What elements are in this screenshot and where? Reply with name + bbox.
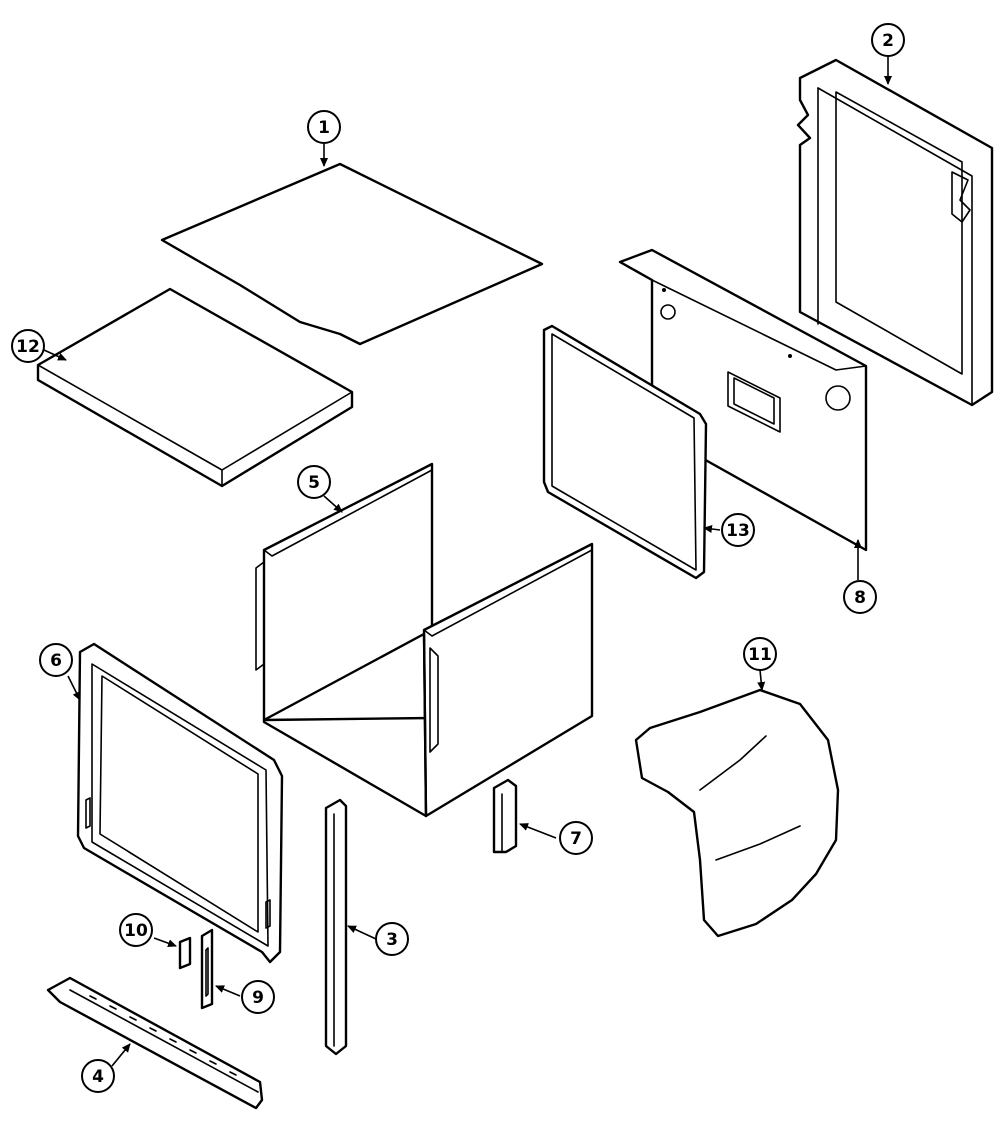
svg-text:4: 4 (92, 1067, 104, 1087)
callout-2: 2 (871, 23, 905, 57)
svg-text:2: 2 (882, 31, 894, 51)
part-7-small-channel (492, 778, 518, 854)
svg-text:3: 3 (386, 930, 398, 950)
part-6-front-frame (76, 642, 284, 964)
svg-text:5: 5 (308, 473, 320, 493)
callout-10: 10 (119, 913, 153, 947)
part-8-rear-panel (618, 248, 868, 552)
callout-1: 1 (307, 110, 341, 144)
callout-4: 4 (81, 1059, 115, 1093)
part-10-small-bracket (178, 936, 192, 970)
svg-text:11: 11 (748, 645, 772, 665)
part-5-oven-cavity (255, 462, 594, 818)
part-2-rear-frame (796, 58, 994, 407)
part-3-vertical-trim (324, 798, 348, 1056)
svg-text:1: 1 (318, 118, 330, 138)
part-13-rear-insulation (542, 324, 708, 580)
callout-3: 3 (375, 922, 409, 956)
callout-13: 13 (721, 513, 755, 547)
part-1-top-panel (160, 162, 544, 346)
svg-text:13: 13 (726, 521, 750, 541)
svg-text:9: 9 (252, 988, 264, 1008)
svg-text:10: 10 (124, 921, 148, 941)
svg-text:6: 6 (50, 651, 62, 671)
callout-11: 11 (743, 637, 777, 671)
callout-9: 9 (241, 980, 275, 1014)
svg-text:12: 12 (16, 337, 40, 357)
callout-6: 6 (39, 643, 73, 677)
part-9-side-strip (200, 928, 214, 1010)
callout-7: 7 (559, 821, 593, 855)
part-11-insulation-blanket (634, 688, 840, 938)
callout-12: 12 (11, 329, 45, 363)
callout-5: 5 (297, 465, 331, 499)
svg-text:7: 7 (570, 829, 582, 849)
svg-text:8: 8 (854, 588, 866, 608)
callout-8: 8 (843, 580, 877, 614)
part-4-bottom-rail (46, 976, 264, 1110)
leader-lines (43, 57, 892, 1067)
part-12-insulation-pad (36, 287, 354, 488)
